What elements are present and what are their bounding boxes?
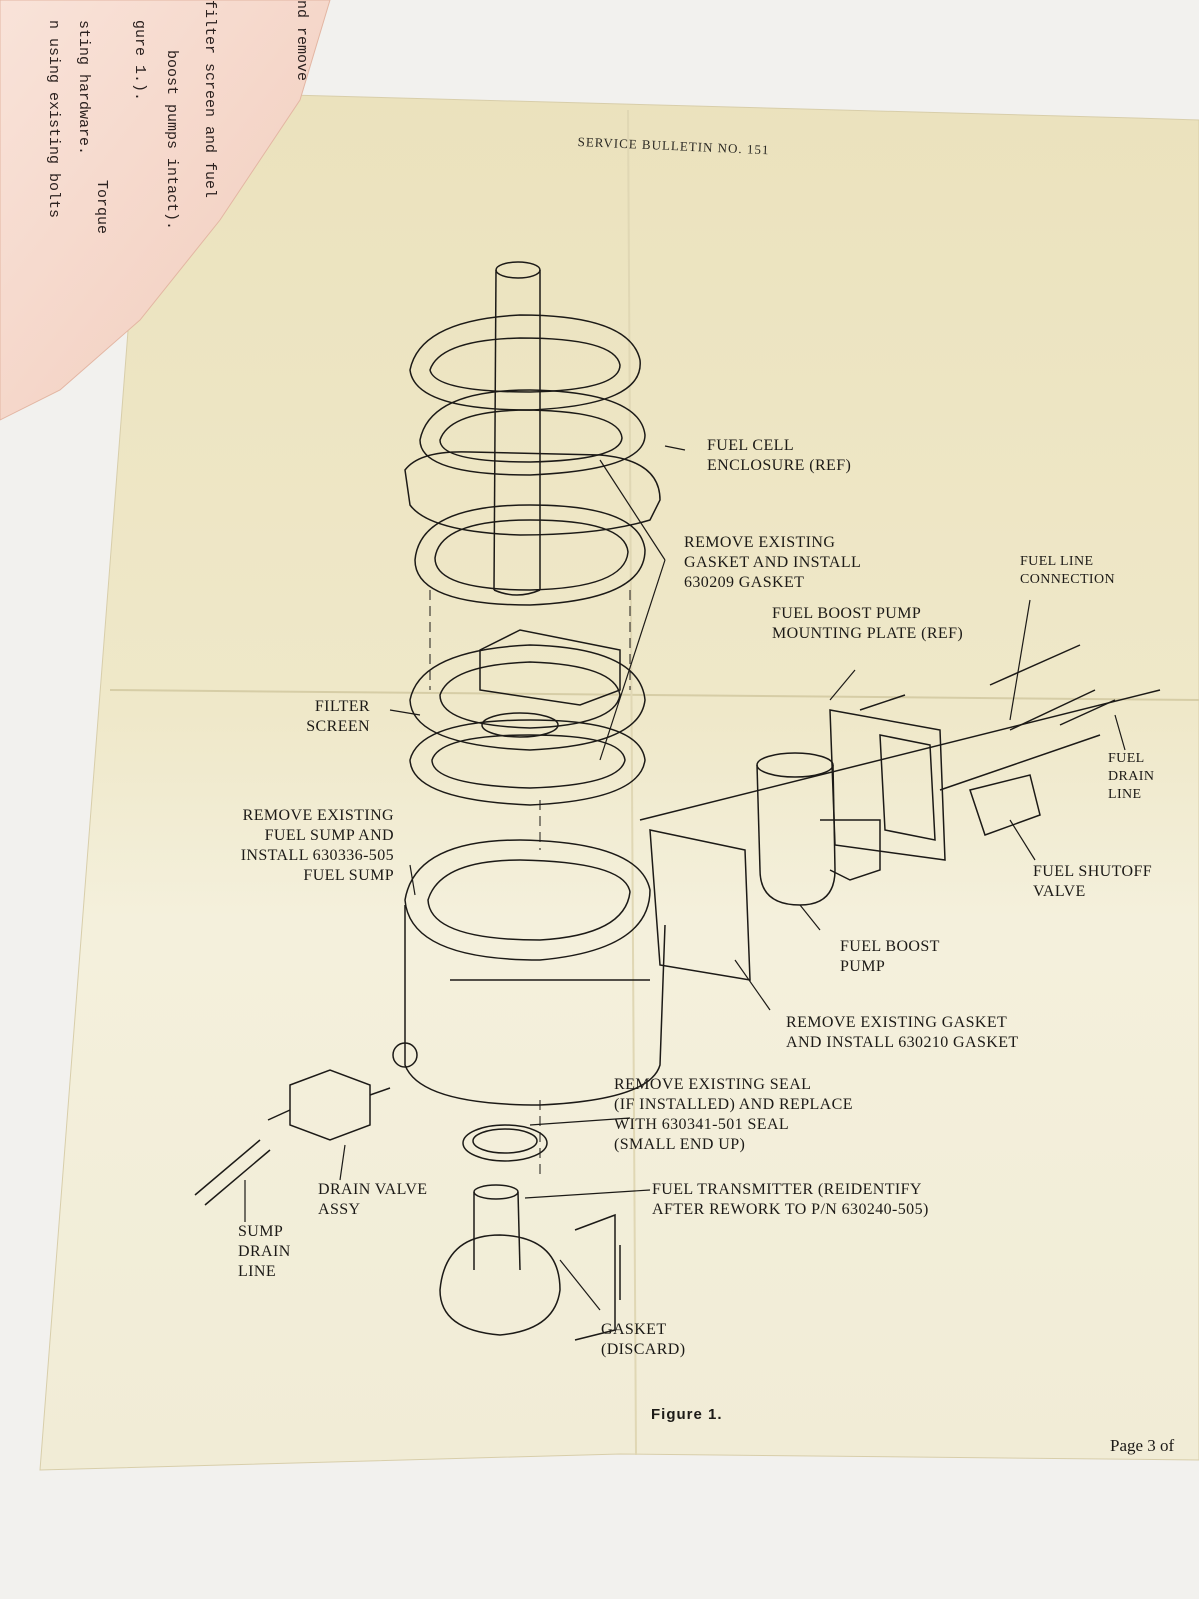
shutoff-valve-drawing [969, 774, 1041, 836]
overleaf-line: filter screen and fuel [201, 0, 218, 199]
overleaf-line: n using existing bolts [45, 20, 62, 219]
callout-sump-drain-line: SUMP DRAIN LINE [238, 1223, 291, 1280]
filter-screen-drawing [409, 629, 646, 806]
pump-gasket-drawing [649, 829, 751, 981]
mounting-plate-drawing [639, 689, 1161, 861]
drain-valve-drawing [194, 1069, 391, 1206]
fuel-transmitter-drawing [439, 1184, 621, 1341]
callout-gasket-discard: GASKET (DISCARD) [601, 1321, 686, 1358]
callout-fuel-transmitter: FUEL TRANSMITTER (REIDENTIFY AFTER REWOR… [652, 1181, 929, 1218]
overleaf-line: gure 1.). [131, 20, 148, 102]
callout-fuel-sump: REMOVE EXISTING FUEL SUMP AND INSTALL 63… [240, 807, 394, 884]
callout-fuel-line-connection: FUEL LINE CONNECTION [1020, 554, 1115, 587]
overleaf-page [0, 0, 331, 421]
callout-gasket-630210: REMOVE EXISTING GASKET AND INSTALL 63021… [786, 1014, 1019, 1051]
callout-fuel-boost-pump: FUEL BOOST PUMP [840, 938, 940, 975]
overleaf-line: sting hardware. [75, 20, 92, 156]
fold-line-horizontal [109, 689, 1199, 701]
overleaf-line: nd remove [293, 0, 310, 82]
paper-sheet [39, 94, 1199, 1471]
callout-filter-screen: FILTER SCREEN [306, 698, 370, 735]
exploded-assembly-drawing [194, 261, 1161, 1341]
overleaf-line: Torque [93, 180, 110, 235]
centerlines [429, 590, 631, 1180]
page-number: Page 3 of [1110, 1436, 1175, 1455]
callout-fuel-drain-line: FUEL DRAIN LINE [1108, 751, 1155, 802]
callout-fuel-shutoff-valve: FUEL SHUTOFF VALVE [1033, 863, 1153, 900]
callout-boost-pump-plate: FUEL BOOST PUMP MOUNTING PLATE (REF) [772, 605, 964, 642]
bolts-drawing [859, 644, 1116, 731]
callout-drain-valve-assy: DRAIN VALVE ASSY [318, 1181, 428, 1218]
callout-fuel-cell-enclosure: FUEL CELL ENCLOSURE (REF) [707, 437, 852, 474]
fold-line-vertical [627, 109, 637, 1456]
callout-seal-630341: REMOVE EXISTING SEAL (IF INSTALLED) AND … [614, 1076, 853, 1153]
seal-drawing [462, 1124, 548, 1162]
leader-lines [244, 445, 1126, 1311]
overleaf-line: boost pumps intact). [163, 50, 180, 231]
standpipe [493, 261, 541, 596]
callout-gasket-630209: REMOVE EXISTING GASKET AND INSTALL 63020… [684, 534, 862, 591]
overleaf-text: nd remove filter screen and fuel boost p… [0, 0, 310, 440]
enclosure-rings [404, 314, 661, 606]
figure-caption: Figure 1. [651, 1406, 723, 1423]
